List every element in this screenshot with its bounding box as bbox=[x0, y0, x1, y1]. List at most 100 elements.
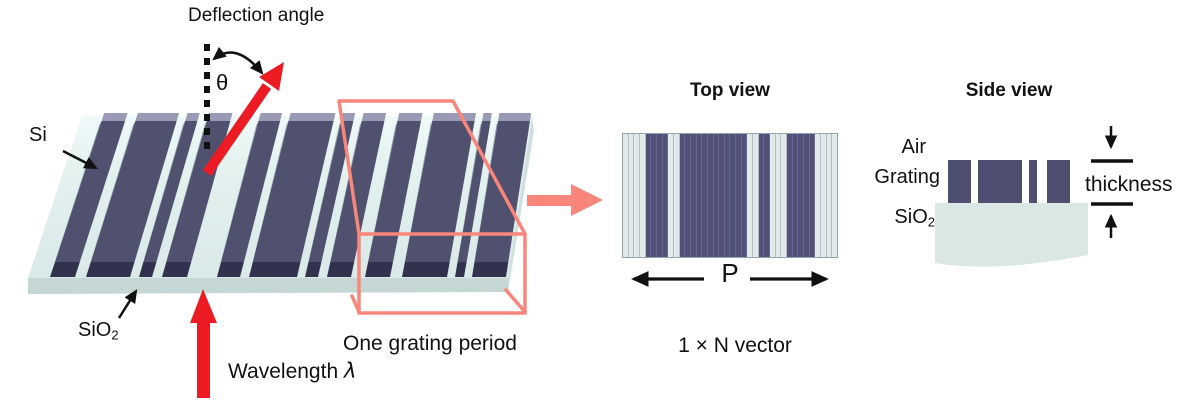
sio2-pointer-arrow bbox=[117, 289, 138, 319]
bar-front-face bbox=[139, 262, 157, 277]
pattern-cell-si bbox=[719, 134, 725, 257]
pattern-cell-si bbox=[707, 134, 714, 257]
pattern-cell-si bbox=[741, 134, 748, 257]
pattern-cell-si bbox=[792, 134, 799, 257]
bar-front-face bbox=[217, 262, 244, 277]
pattern-cell-si bbox=[758, 134, 765, 257]
pattern-cell-si bbox=[645, 134, 652, 257]
pattern-cell-air bbox=[673, 134, 680, 257]
pattern-cell-si bbox=[798, 134, 804, 257]
bar-side-face bbox=[327, 121, 362, 277]
deflection-angle-label: Deflection angle bbox=[188, 5, 325, 26]
lambda-symbol: λ bbox=[343, 359, 357, 383]
sideview-grating-block bbox=[978, 160, 1022, 203]
pattern-cell-air bbox=[832, 134, 837, 257]
pattern-cell-air bbox=[820, 134, 827, 257]
bar-side-face bbox=[455, 121, 483, 277]
substrate-3d bbox=[28, 116, 534, 294]
pattern-cell-air bbox=[753, 134, 759, 257]
bar-front-face bbox=[472, 262, 509, 277]
bar-end-cap bbox=[482, 113, 492, 121]
incident-wave-arrow bbox=[190, 289, 217, 398]
bar-top-face bbox=[457, 121, 491, 262]
pattern-cell-si bbox=[804, 134, 810, 257]
pattern-cell-si bbox=[651, 134, 657, 257]
sideview-grating-block bbox=[1047, 160, 1070, 203]
sideview-substrate bbox=[935, 203, 1088, 267]
bar-end-cap bbox=[397, 113, 423, 121]
bar-end-cap bbox=[498, 113, 532, 121]
pattern-cell-si bbox=[656, 134, 663, 257]
air-label: Air bbox=[901, 136, 926, 158]
pattern-cell-si bbox=[679, 134, 686, 257]
pattern-cell-air bbox=[815, 134, 821, 257]
si-label: Si bbox=[29, 124, 47, 146]
bar-end-cap bbox=[432, 113, 476, 121]
pattern-cell-si bbox=[809, 134, 816, 257]
pattern-cell-si bbox=[764, 134, 771, 257]
period-p-label: P bbox=[721, 258, 739, 288]
topview-title: Top view bbox=[690, 80, 770, 101]
bar-front-face bbox=[402, 262, 450, 277]
incident-wave-shaft bbox=[197, 322, 210, 398]
substrate-top-face bbox=[28, 116, 532, 278]
bar-side-face bbox=[139, 121, 186, 277]
pattern-cell-si bbox=[724, 134, 731, 257]
bar-side-face bbox=[162, 121, 207, 277]
bar-front-face bbox=[86, 262, 135, 277]
wavelength-text: Wavelength bbox=[228, 360, 344, 383]
substrate-front-face bbox=[28, 278, 508, 294]
pattern-cell-si bbox=[662, 134, 669, 257]
pattern-cell-si bbox=[702, 134, 708, 257]
bar-side-face bbox=[217, 121, 259, 277]
incident-wave-head bbox=[190, 289, 217, 323]
sideview-grating-blocks bbox=[935, 160, 1088, 203]
pattern-cell-si bbox=[685, 134, 691, 257]
bar-top-face bbox=[143, 121, 198, 262]
pattern-cell-air bbox=[747, 134, 754, 257]
topview-pattern-grid bbox=[622, 133, 838, 258]
bar-front-face bbox=[327, 262, 355, 277]
pattern-cell-air bbox=[781, 134, 788, 257]
sio2-subscript: 2 bbox=[927, 214, 935, 230]
bar-end-cap bbox=[258, 113, 283, 121]
pattern-cell-air bbox=[775, 134, 782, 257]
pattern-cell-si bbox=[690, 134, 697, 257]
bar-top-face bbox=[221, 121, 281, 262]
pattern-cell-air bbox=[668, 134, 674, 257]
pattern-cell-air bbox=[628, 134, 635, 257]
sideview-title: Side view bbox=[965, 80, 1053, 101]
si-pointer-arrow bbox=[62, 149, 99, 170]
sio2-base: SiO bbox=[78, 319, 112, 341]
sideview-grating-block bbox=[1029, 160, 1037, 203]
bar-side-face bbox=[472, 121, 499, 277]
bar-front-face bbox=[455, 262, 467, 277]
thickness-label: thickness bbox=[1085, 173, 1173, 196]
bar-side-face bbox=[86, 121, 136, 277]
bar-front-face bbox=[50, 262, 80, 277]
period-box-top-edges bbox=[337, 99, 527, 236]
bar-end-cap bbox=[101, 113, 128, 121]
bar-end-cap bbox=[135, 113, 180, 121]
sio2-base: SiO bbox=[894, 206, 928, 228]
sio2-label-sideview: SiO2 bbox=[846, 206, 935, 230]
bar-end-cap bbox=[185, 113, 200, 121]
bar-front-face bbox=[305, 262, 322, 277]
bar-side-face bbox=[402, 121, 433, 277]
deflected-beam-head bbox=[259, 62, 284, 91]
bar-end-cap bbox=[361, 113, 387, 121]
bar-top-face bbox=[474, 121, 530, 262]
pattern-cell-si bbox=[787, 134, 793, 257]
period-box-bottom-left-edge bbox=[350, 294, 361, 314]
bar-side-face bbox=[305, 121, 342, 277]
pattern-cell-si bbox=[736, 134, 742, 257]
sio2-label-3d: SiO2 bbox=[78, 319, 119, 343]
bar-top-face bbox=[404, 121, 475, 262]
bar-side-face bbox=[365, 121, 398, 277]
pattern-cell-air bbox=[634, 134, 640, 257]
pattern-cell-si bbox=[713, 134, 720, 257]
bar-side-face bbox=[50, 121, 102, 277]
deflected-beam-shaft bbox=[202, 83, 272, 176]
bar-end-cap bbox=[288, 113, 336, 121]
